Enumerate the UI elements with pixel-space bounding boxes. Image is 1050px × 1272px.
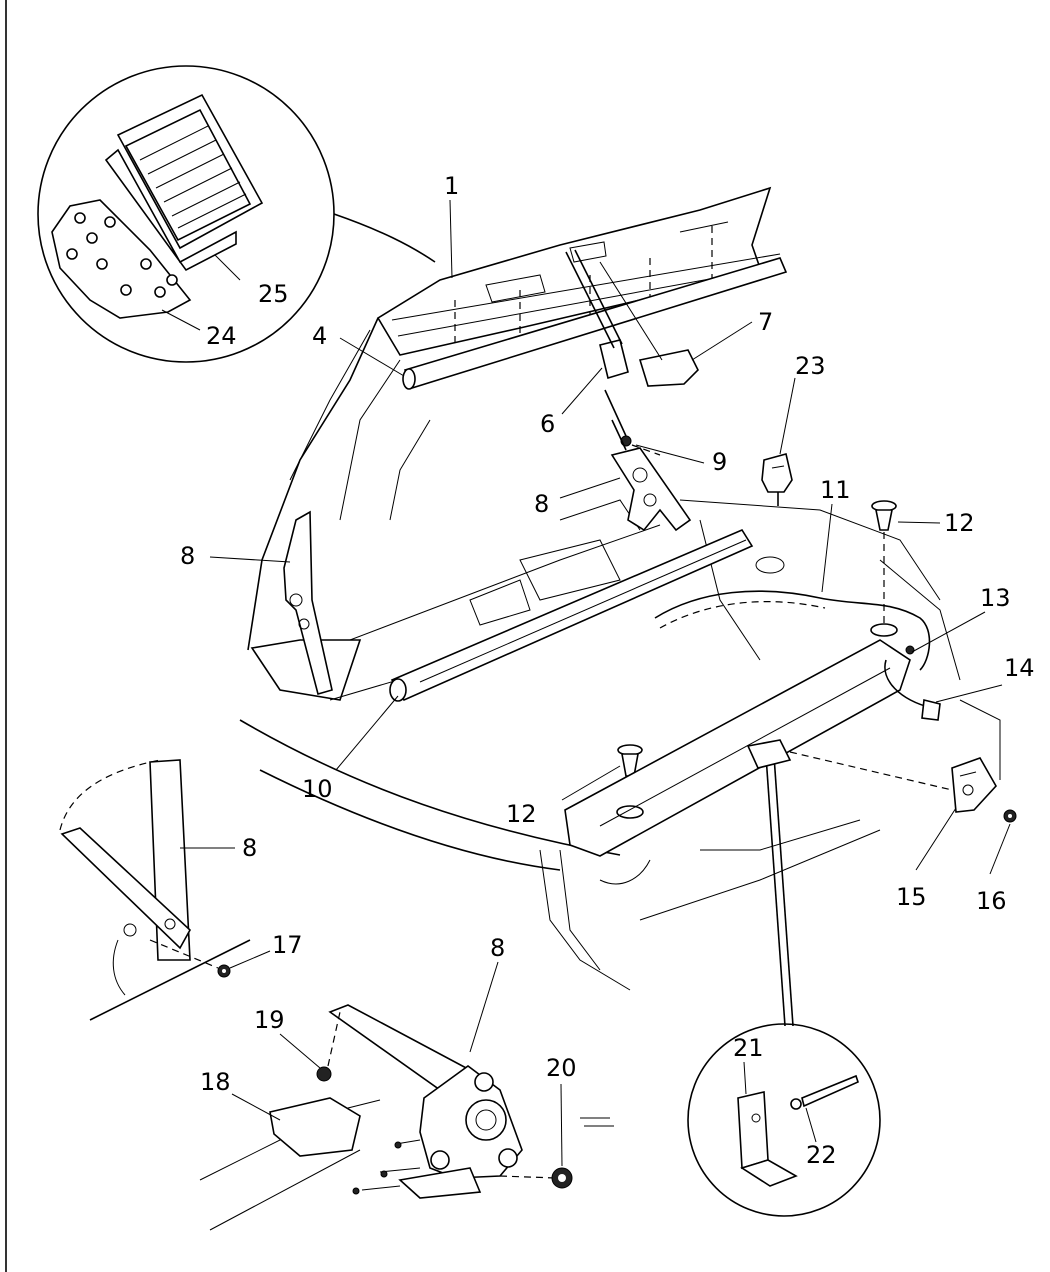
callout-17: 17 <box>272 931 303 959</box>
hood-latch-15 <box>789 751 997 813</box>
callout-10: 10 <box>302 775 333 803</box>
callout-4: 4 <box>312 322 327 350</box>
callout-8-lower: 8 <box>490 934 505 962</box>
bump-stop-23 <box>761 453 793 506</box>
hood-hinge-right-8 <box>610 419 692 532</box>
callout-15: 15 <box>896 883 927 911</box>
callout-13: 13 <box>980 584 1011 612</box>
callout-24: 24 <box>206 322 237 350</box>
callout-19: 19 <box>254 1006 285 1034</box>
callout-8-inset: 8 <box>242 834 257 862</box>
callout-labels: 1 4 6 7 8 8 8 8 9 10 11 12 12 13 14 15 1… <box>180 172 1035 1169</box>
nut-17 <box>217 964 231 978</box>
hood-hinge-left-8 <box>283 510 333 695</box>
latch-striker-6 <box>565 249 629 380</box>
callout-8-left: 8 <box>180 542 195 570</box>
insulator-pad-25 <box>104 93 264 272</box>
bumper-pad-18 <box>269 1097 361 1157</box>
hood-panel-1 <box>376 186 781 356</box>
callout-1: 1 <box>444 172 459 200</box>
bracket-21 <box>737 1091 798 1187</box>
nut-20 <box>551 1167 573 1189</box>
nut-16 <box>1003 809 1017 823</box>
retainer-plate-24 <box>51 199 192 319</box>
callout-22: 22 <box>806 1141 837 1169</box>
callout-6: 6 <box>540 410 555 438</box>
push-pin-12-lower <box>617 744 643 808</box>
bolt-22 <box>790 1074 859 1110</box>
callout-23: 23 <box>795 352 826 380</box>
latch-cable-13-14 <box>884 645 941 721</box>
engine-bay-outline <box>239 317 1001 991</box>
detail-circle-insulator <box>37 65 436 363</box>
callout-11: 11 <box>820 476 851 504</box>
callout-16: 16 <box>976 887 1007 915</box>
radiator-support <box>564 623 911 857</box>
callout-20: 20 <box>546 1054 577 1082</box>
cowl-seal-10 <box>389 528 754 702</box>
callout-7: 7 <box>758 308 773 336</box>
hinge-inset-left <box>59 759 251 1021</box>
hood-release-cable-11 <box>654 590 931 671</box>
latch-bracket-7 <box>599 261 699 387</box>
push-pin-12-upper <box>871 500 897 628</box>
callout-25: 25 <box>258 280 289 308</box>
callout-12-lower: 12 <box>506 800 537 828</box>
callout-12-upper: 12 <box>944 509 975 537</box>
callout-14: 14 <box>1004 654 1035 682</box>
callout-21: 21 <box>733 1034 764 1062</box>
leader-lines <box>180 199 1011 1167</box>
hinge-lower-center <box>199 1004 614 1231</box>
callout-8-center: 8 <box>534 490 549 518</box>
callout-9: 9 <box>712 448 727 476</box>
callout-18: 18 <box>200 1068 231 1096</box>
nut-19 <box>316 1011 341 1082</box>
detail-circle-bracket <box>687 739 881 1217</box>
hood-seal-4 <box>402 257 788 390</box>
